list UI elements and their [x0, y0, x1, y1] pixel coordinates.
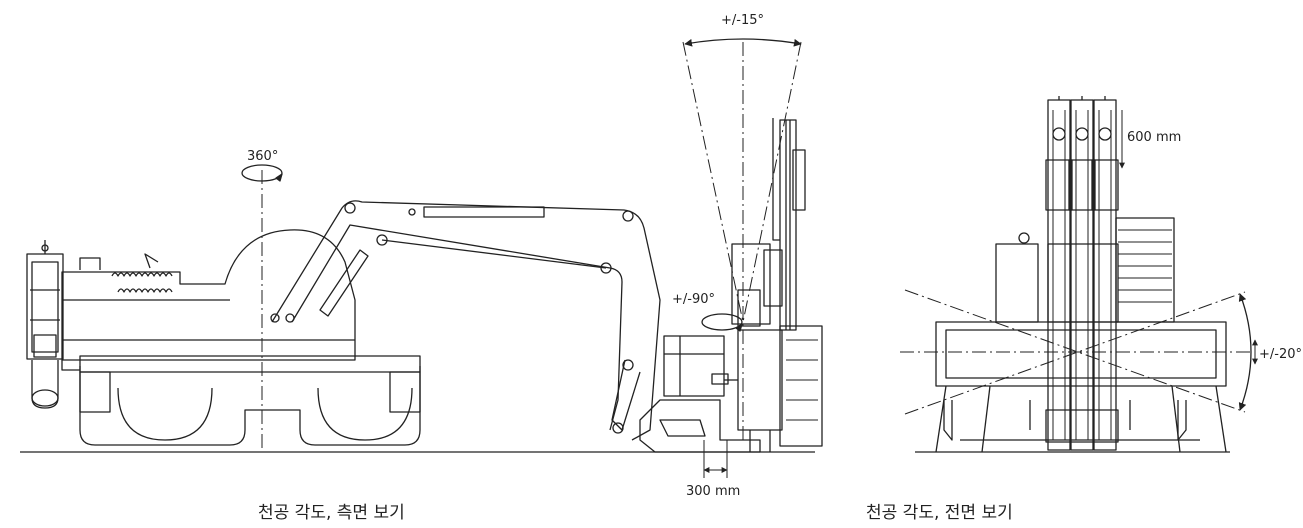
roll-angle-label: +/-20° — [1259, 347, 1302, 362]
mast-tilt-label: +/-15° — [721, 13, 764, 28]
side-view-caption: 천공 각도, 측면 보기 — [258, 503, 405, 523]
front-base — [935, 217, 1227, 453]
chassis-wheels — [79, 366, 421, 446]
roll-lines — [900, 289, 1250, 415]
machine-body — [61, 229, 421, 373]
triple-mast — [1045, 96, 1119, 451]
front-view-caption: 천공 각도, 전면 보기 — [866, 503, 1013, 523]
mast-tilt-lines — [682, 41, 802, 440]
rear-reel — [26, 240, 64, 360]
rotation-360-label: 360° — [247, 149, 278, 164]
mast-tilt-arc — [684, 38, 802, 47]
boom-arm — [270, 200, 661, 441]
rear-pipe — [31, 360, 59, 409]
drill-mast — [724, 118, 823, 452]
offset-dimension — [703, 440, 728, 478]
rotation-360-icon — [241, 164, 283, 182]
roll-arc — [1238, 293, 1258, 411]
feed-extension-label: 600 mm — [1127, 130, 1181, 145]
head-rotation-icon — [701, 313, 743, 332]
drill-carriage — [639, 335, 761, 453]
dipper-links — [611, 359, 641, 434]
side-view-drawing — [20, 38, 823, 478]
front-view-drawing — [900, 96, 1258, 453]
head-angle-label: +/-90° — [672, 292, 715, 307]
offset-label: 300 mm — [686, 484, 740, 499]
